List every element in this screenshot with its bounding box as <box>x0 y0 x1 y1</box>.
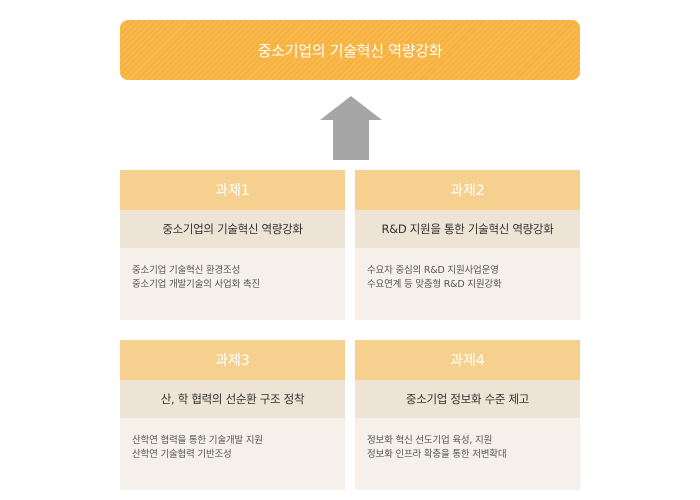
task-item: 수요자 중심의 R&D 지원사업운영 <box>367 265 499 276</box>
task-subtitle: 중소기업의 기술혁신 역량강화 <box>120 210 345 248</box>
task-card-1: 과제1 중소기업의 기술혁신 역량강화 중소기업 기술혁신 환경조성 중소기업 … <box>120 170 345 320</box>
task-item: 정보화 혁신 선도기업 육성, 지원 <box>367 435 493 446</box>
task-items: 산학연 협력을 통한 기술개발 지원 산학연 기술협력 기반조성 <box>120 418 345 490</box>
task-item: 중소기업 개발기술의 사업화 촉진 <box>132 279 261 290</box>
task-subtitle: R&D 지원을 통한 기술혁신 역량강화 <box>355 210 580 248</box>
task-items: 수요자 중심의 R&D 지원사업운영 수요연계 등 맞춤형 R&D 지원강화 <box>355 248 580 320</box>
goal-box: 중소기업의 기술혁신 역량강화 <box>120 20 580 80</box>
task-item: 산학연 협력을 통한 기술개발 지원 <box>132 435 263 446</box>
task-items: 중소기업 기술혁신 환경조성 중소기업 개발기술의 사업화 촉진 <box>120 248 345 320</box>
task-item: 수요연계 등 맞춤형 R&D 지원강화 <box>367 279 502 290</box>
goal-label: 중소기업의 기술혁신 역량강화 <box>257 41 443 60</box>
task-item: 산학연 기술협력 기반조성 <box>132 449 232 460</box>
task-title: 과제2 <box>355 170 580 210</box>
task-item: 중소기업 기술혁신 환경조성 <box>132 265 241 276</box>
task-card-2: 과제2 R&D 지원을 통한 기술혁신 역량강화 수요자 중심의 R&D 지원사… <box>355 170 580 320</box>
task-title: 과제1 <box>120 170 345 210</box>
task-card-4: 과제4 중소기업 정보화 수준 제고 정보화 혁신 선도기업 육성, 지원 정보… <box>355 340 580 490</box>
task-subtitle: 산, 학 협력의 선순환 구조 정착 <box>120 380 345 418</box>
task-items: 정보화 혁신 선도기업 육성, 지원 정보화 인프라 확충을 통한 저변확대 <box>355 418 580 490</box>
task-card-3: 과제3 산, 학 협력의 선순환 구조 정착 산학연 협력을 통한 기술개발 지… <box>120 340 345 490</box>
task-title: 과제4 <box>355 340 580 380</box>
task-subtitle: 중소기업 정보화 수준 제고 <box>355 380 580 418</box>
up-arrow-icon <box>320 96 382 160</box>
task-item: 정보화 인프라 확충을 통한 저변확대 <box>367 449 507 460</box>
task-title: 과제3 <box>120 340 345 380</box>
